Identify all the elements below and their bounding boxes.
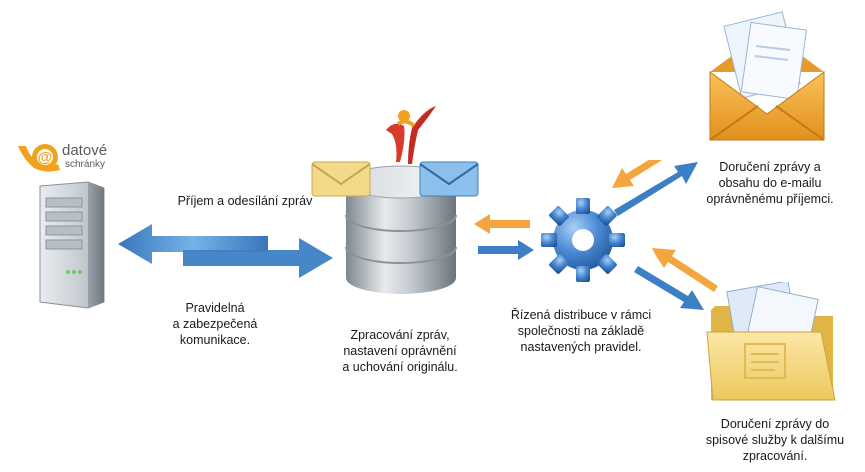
email-line1: Doručení zprávy a [719, 160, 821, 174]
transfer-label: Příjem a odesílání zpráv [177, 194, 313, 208]
secure-line1: Pravidelná [185, 301, 245, 315]
database-gear-arrows [474, 208, 536, 266]
distribution-line3: nastavených pravidel. [520, 340, 642, 354]
gear-email-arrows [612, 160, 702, 220]
secure-line3: komunikace. [179, 333, 251, 347]
folder-documents-icon [705, 282, 840, 404]
server-icon [30, 180, 110, 310]
figure-icon [378, 100, 438, 170]
logo-brand-line1: datové [62, 142, 108, 159]
processing-line2: nastavení oprávnění [343, 344, 457, 358]
processing-line3: a uchování originálu. [342, 360, 458, 374]
email-delivery-label: Doručení zprávy a obsahu do e-mailu oprá… [690, 159, 850, 207]
processing-label: Zpracování zpráv, nastavení oprávnění a … [320, 327, 480, 375]
bidirectional-arrow [118, 222, 333, 282]
logo: @ datové schránky [12, 140, 132, 180]
secure-communication-label: Pravidelná a zabezpečená komunikace. [150, 300, 280, 348]
email-line2: obsahu do e-mailu [718, 176, 822, 190]
processing-line1: Zpracování zpráv, [350, 328, 450, 342]
email-line3: oprávněnému příjemci. [706, 192, 834, 206]
filing-line2: spisové služby k dalšímu [705, 433, 845, 447]
envelope-yellow-icon [310, 158, 374, 198]
filing-delivery-label: Doručení zprávy do spisové služby k dalš… [685, 416, 865, 464]
open-envelope-icon [702, 10, 832, 150]
secure-line2: a zabezpečená [172, 317, 258, 331]
filing-line3: zpracování. [742, 449, 808, 463]
gear-filing-arrows [632, 248, 722, 314]
distribution-line2: společnosti na základě [517, 324, 645, 338]
logo-brand-line2: schránky [65, 159, 106, 170]
filing-line1: Doručení zprávy do [720, 417, 830, 431]
distribution-label: Řízená distribuce v rámci společnosti na… [488, 307, 674, 355]
distribution-line1: Řízená distribuce v rámci [510, 308, 652, 322]
at-sign-logo-icon: @ [18, 144, 60, 172]
logo-symbol: @ [38, 149, 53, 166]
envelope-blue-icon [418, 158, 482, 198]
gear-icon [538, 195, 628, 285]
